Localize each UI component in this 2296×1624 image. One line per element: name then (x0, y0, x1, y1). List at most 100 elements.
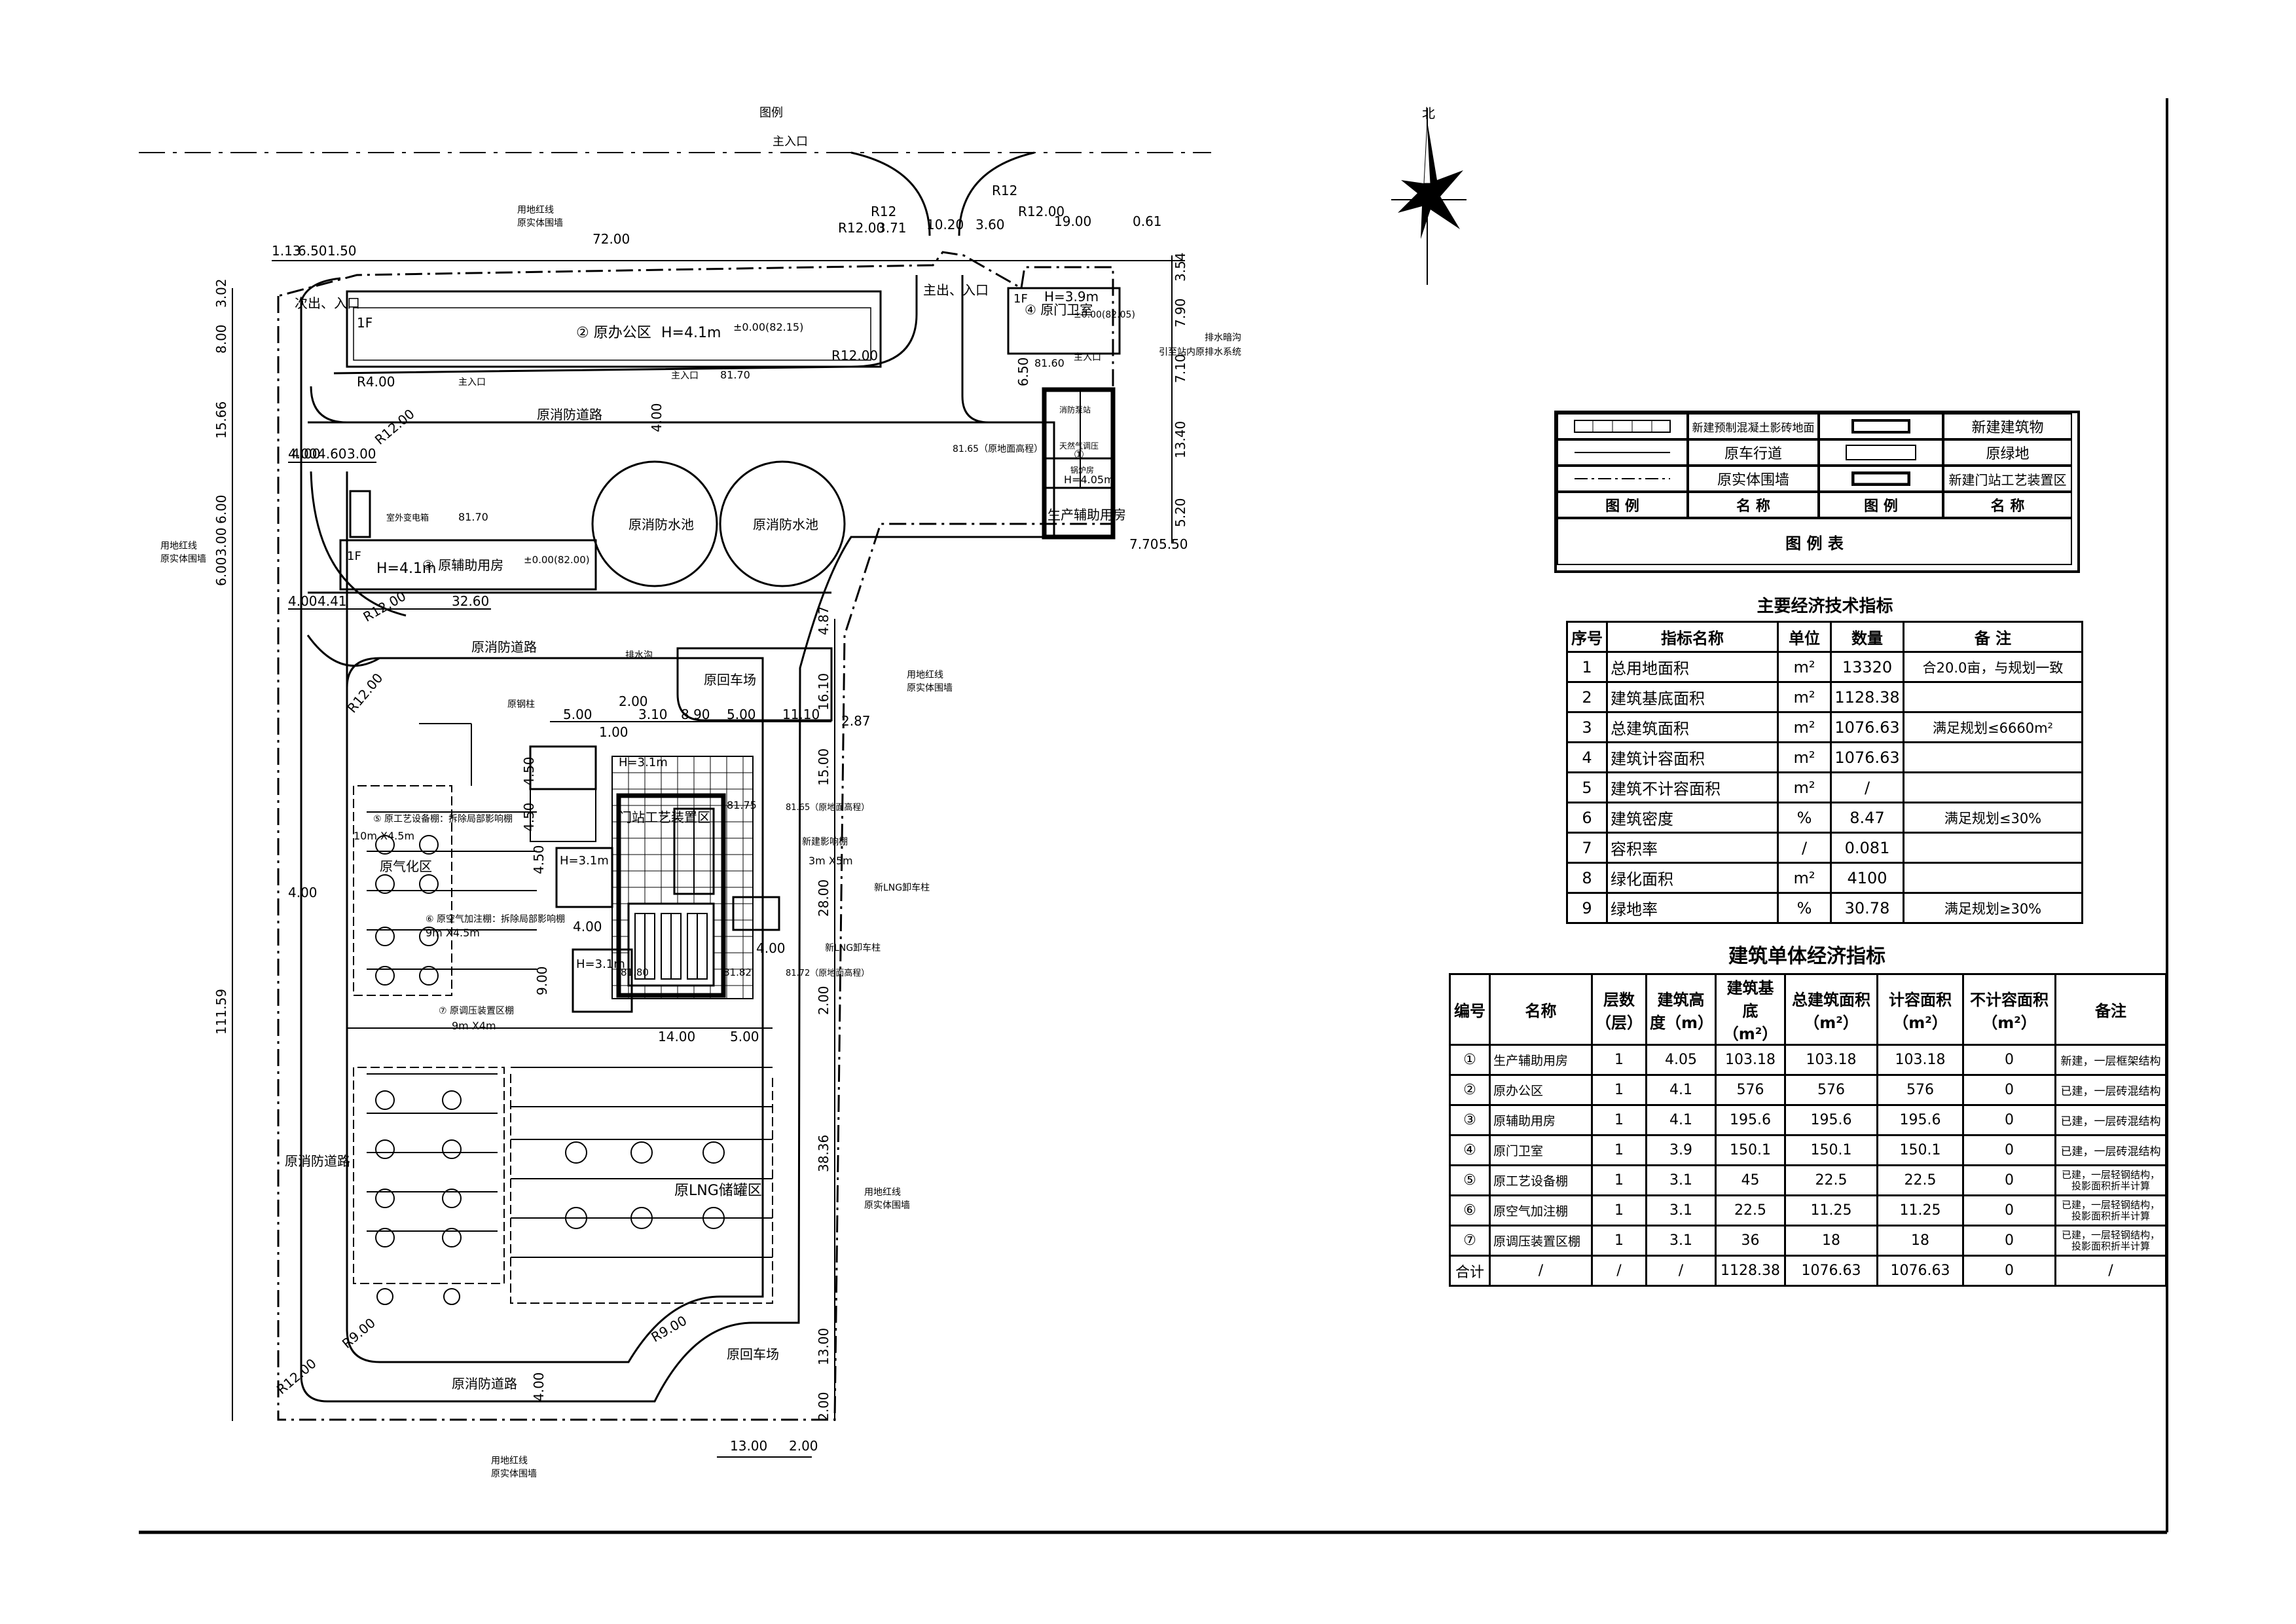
svg-text:用地红线: 用地红线 (517, 205, 554, 215)
svg-text:3m X5m: 3m X5m (809, 855, 853, 867)
svg-text:原消防道路: 原消防道路 (452, 1376, 517, 1392)
svg-text:10m X4.5m: 10m X4.5m (354, 830, 414, 842)
station-process-area (616, 793, 726, 998)
svg-text:用地红线: 用地红线 (491, 1456, 528, 1466)
svg-text:7.70: 7.70 (1129, 536, 1159, 552)
shelter-6 (555, 847, 613, 908)
site-redline (277, 251, 1114, 1421)
svg-text:6.00: 6.00 (213, 557, 229, 586)
legend-swatch-new-building (1819, 413, 1943, 439)
svg-text:4.00: 4.00 (649, 403, 665, 432)
svg-text:用地红线: 用地红线 (160, 541, 197, 551)
aux-building (339, 539, 597, 591)
legend-swatch-road (1557, 439, 1688, 466)
svg-text:7.10: 7.10 (1173, 354, 1188, 383)
svg-text:H=4.05m: H=4.05m (1064, 473, 1114, 486)
prod-room-label: 生产辅助用房 (1048, 507, 1126, 523)
svg-text:3.60: 3.60 (975, 217, 1005, 232)
svg-text:6.00: 6.00 (213, 494, 229, 524)
svg-text:H=3.1m: H=3.1m (560, 854, 609, 868)
svg-text:锅炉房: 锅炉房 (1070, 465, 1094, 475)
svg-text:R12.00: R12.00 (1018, 204, 1065, 219)
svg-text:1.50: 1.50 (327, 243, 357, 259)
legend-swatch-green (1819, 439, 1943, 466)
production-aux-room (1042, 387, 1116, 540)
svg-text:81.75: 81.75 (727, 799, 757, 811)
svg-text:13.00: 13.00 (730, 1438, 767, 1454)
svg-text:2.87: 2.87 (841, 713, 871, 729)
office-building (346, 290, 882, 368)
svg-text:4.00: 4.00 (573, 919, 602, 934)
svg-text:81.60: 81.60 (1034, 357, 1065, 369)
svg-text:排水沟: 排水沟 (625, 650, 653, 661)
svg-text:11.10: 11.10 (782, 707, 820, 722)
svg-text:新LNG卸车柱: 新LNG卸车柱 (825, 942, 881, 953)
svg-text:H=4.1m: H=4.1m (376, 561, 436, 577)
svg-text:用地红线: 用地红线 (907, 670, 943, 680)
svg-text:13.40: 13.40 (1173, 421, 1188, 458)
svg-text:H=3.9m: H=3.9m (1044, 289, 1099, 304)
dims-right-col: 3.54 7.90 7.10 13.40 5.20 4.87 16.10 2.8… (816, 252, 1188, 1421)
svg-text:±0.00(82.05): ±0.00(82.05) (1074, 310, 1135, 320)
svg-text:原实体围墙: 原实体围墙 (517, 218, 563, 229)
svg-text:新LNG卸车柱: 新LNG卸车柱 (874, 882, 930, 893)
station-label: 门站工艺装置区 (619, 809, 710, 825)
svg-text:±0.00(82.15): ±0.00(82.15) (733, 321, 803, 333)
svg-text:81.70: 81.70 (720, 369, 750, 381)
svg-text:排水暗沟: 排水暗沟 (1205, 333, 1241, 343)
main-entrance-label: 主入口 (773, 135, 808, 149)
svg-text:4.41: 4.41 (318, 593, 347, 609)
svg-text:⑥ 原空气加注棚：拆除局部影响棚: ⑥ 原空气加注棚：拆除局部影响棚 (426, 914, 565, 925)
svg-text:主入口: 主入口 (1074, 352, 1101, 363)
legend-table: 新建预制混凝土影砖地面 新建建筑物 原车行道 原绿地 原实体围墙 新建门站工艺装… (1554, 411, 2080, 573)
dims-top-row: 1.13 6.50 1.50 72.00 R12.00 R12 3.71 10.… (272, 183, 1162, 259)
bldg-table: 编号 名称 层数（层） 建筑高度（m） 建筑基底（m²） 总建筑面积（m²） 计… (1449, 973, 2167, 1287)
svg-text:次出、入口: 次出、入口 (295, 295, 360, 311)
shelter-5 (529, 745, 597, 790)
road-curves-left (310, 386, 407, 617)
svg-text:111.59: 111.59 (213, 989, 229, 1035)
legend-swatch-wall (1557, 466, 1688, 492)
lng-area-label: 原LNG储罐区 (674, 1183, 762, 1199)
svg-text:R12.00: R12.00 (274, 1356, 319, 1397)
svg-text:3.71: 3.71 (877, 220, 907, 236)
svg-text:3.02: 3.02 (213, 278, 229, 308)
parking-top (676, 647, 833, 722)
svg-text:主入口: 主入口 (671, 371, 699, 381)
svg-text:1.00: 1.00 (599, 724, 629, 740)
svg-text:1F: 1F (1013, 292, 1028, 306)
svg-text:H=4.1m: H=4.1m (661, 325, 721, 341)
svg-text:引至站内原排水系统: 引至站内原排水系统 (1159, 347, 1241, 358)
bldg-header-row: 编号 名称 层数（层） 建筑高度（m） 建筑基底（m²） 总建筑面积（m²） 计… (1449, 973, 2167, 1046)
road-office-front (333, 275, 918, 375)
svg-text:81.65（原地面高程）: 81.65（原地面高程） (786, 802, 869, 813)
svg-text:2.00: 2.00 (789, 1438, 818, 1454)
svg-text:9m X4m: 9m X4m (452, 1020, 496, 1032)
dimension-lines (232, 255, 1185, 1458)
svg-text:9.00: 9.00 (534, 966, 550, 995)
svg-text:3.54: 3.54 (1173, 252, 1188, 282)
new-shelter (732, 896, 780, 931)
dims-left-col: 3.02 8.00 15.66 4.00 6.00 3.00 6.00 111.… (213, 278, 318, 1035)
svg-text:消防泵站: 消防泵站 (1059, 405, 1091, 415)
svg-text:原消防道路: 原消防道路 (537, 407, 602, 422)
svg-text:3.00: 3.00 (347, 446, 376, 462)
svg-text:8.00: 8.00 (213, 324, 229, 354)
svg-text:38.36: 38.36 (816, 1135, 831, 1172)
svg-text:19.00: 19.00 (1054, 213, 1091, 229)
svg-text:原实体围墙: 原实体围墙 (864, 1200, 910, 1211)
svg-text:3.10: 3.10 (638, 707, 668, 722)
svg-text:4.00: 4.00 (756, 940, 786, 956)
svg-text:5.20: 5.20 (1173, 498, 1188, 527)
svg-text:4.00: 4.00 (288, 885, 318, 900)
